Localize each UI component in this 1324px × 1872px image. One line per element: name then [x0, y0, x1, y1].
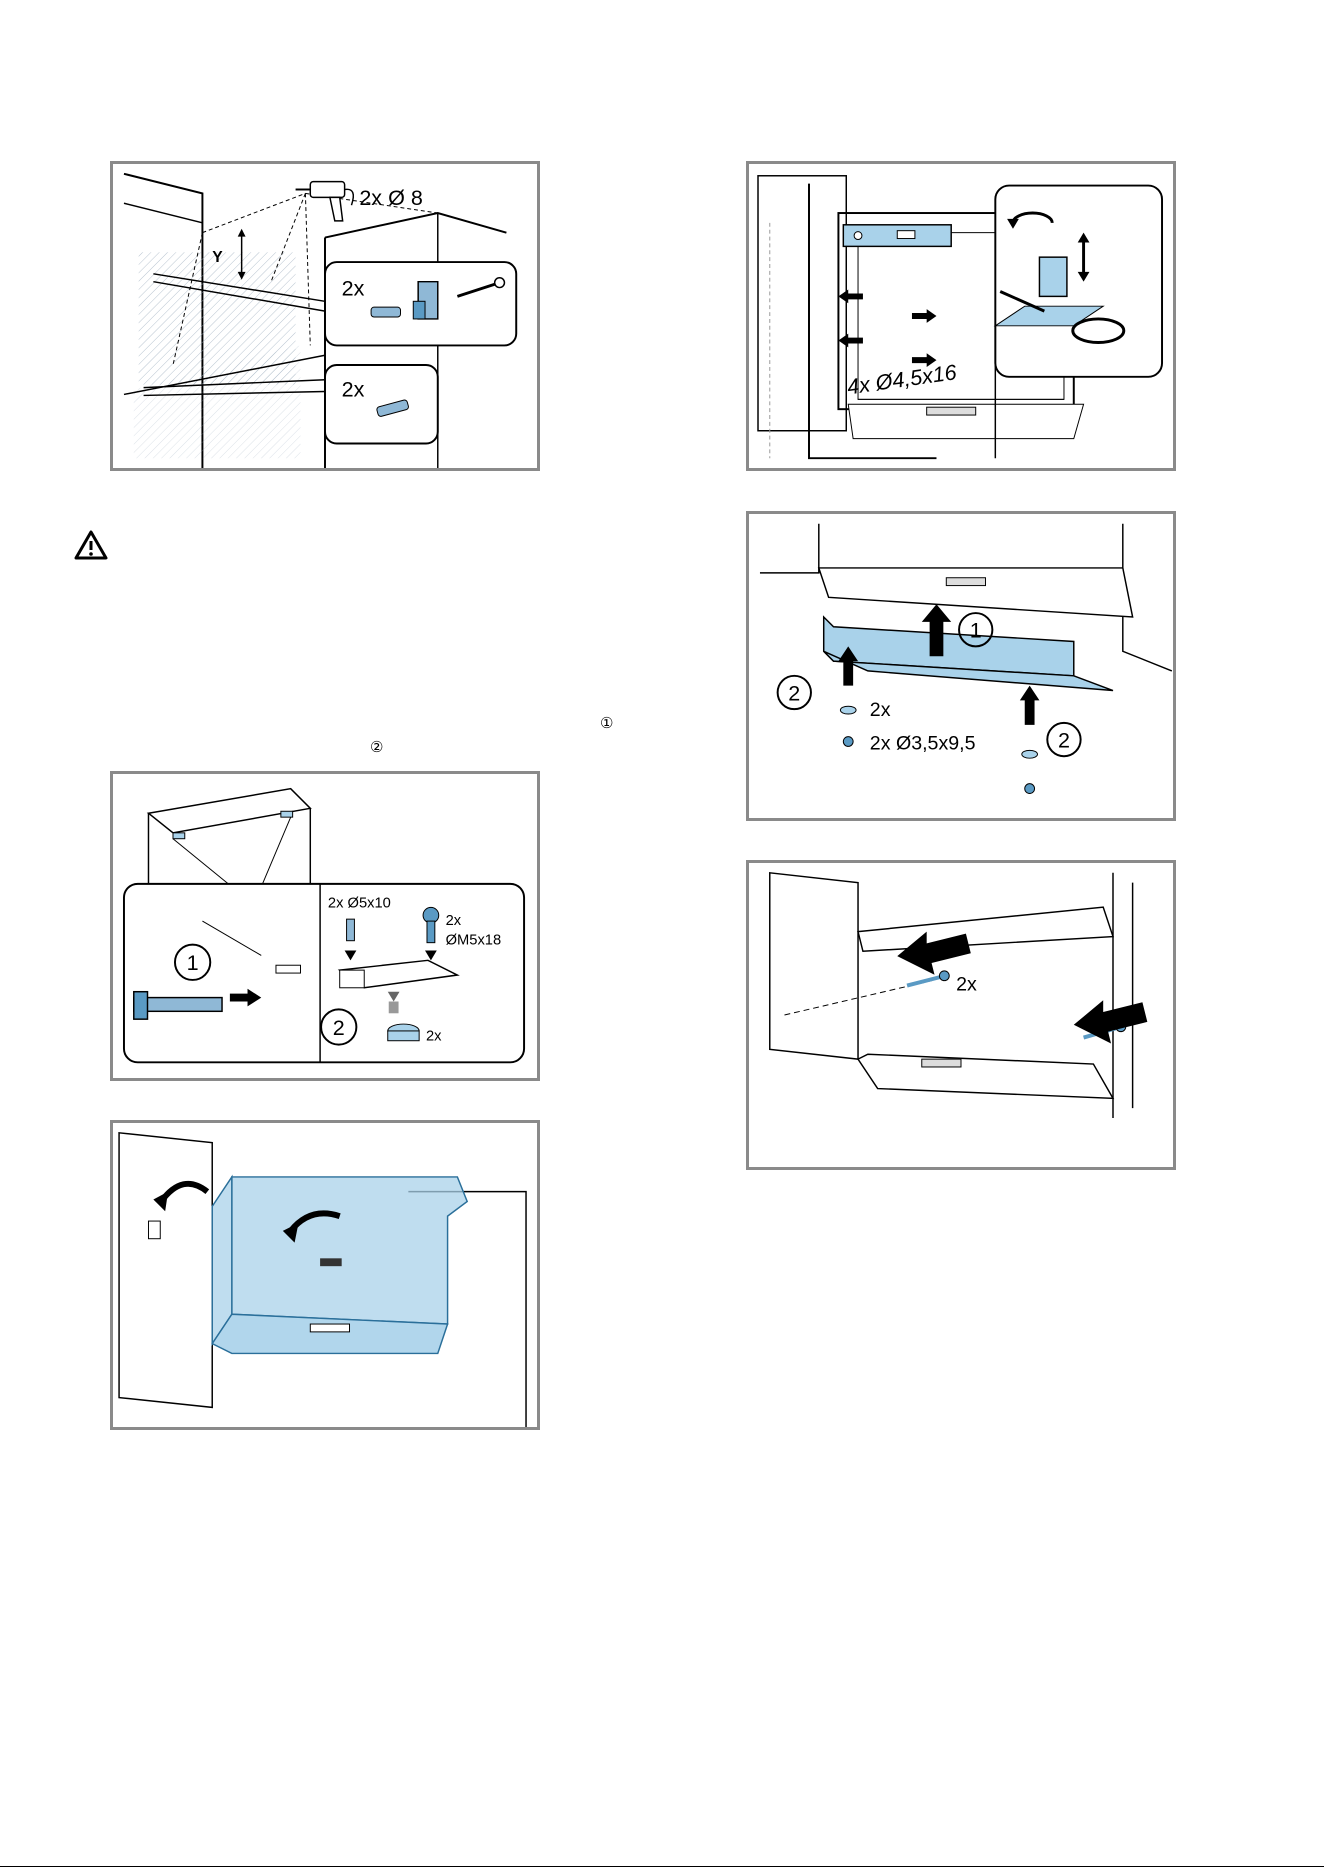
step1-marker: 1	[970, 618, 982, 643]
wall-plug-icon	[371, 307, 400, 317]
hang-appliance-illustration	[113, 1123, 537, 1427]
step2-marker: 2	[333, 1015, 345, 1040]
drill-size-label: 2x Ø 8	[359, 185, 423, 210]
screw-quantity-label: 2x	[956, 973, 977, 995]
bottom-quantity-label: 2x	[342, 376, 365, 401]
step1-marker: 1	[187, 950, 199, 975]
washer-quantity-label: 2x	[870, 699, 891, 721]
figure-bottom-panel: 1 2 2 2x 2x Ø3,5x9,5	[746, 511, 1176, 821]
figure-hang-appliance	[110, 1120, 540, 1430]
arrow-left-icon	[897, 932, 1147, 1044]
step1-reference: ①	[600, 714, 613, 732]
screw-spec-label: 2x Ø3,5x9,5	[870, 732, 976, 754]
adjustable-foot-icon	[388, 1024, 419, 1041]
side-screws-illustration: 2x	[749, 863, 1173, 1167]
figure-drill-wall: Y 2x Ø 8 2x 2x	[110, 161, 540, 471]
drill-wall-illustration: Y 2x Ø 8 2x 2x	[113, 164, 537, 468]
level-screws-illustration: 4x Ø4,5x16	[749, 164, 1173, 468]
figure-mounting-brackets: 1 2x Ø5x10 2x ØM5x18 2 2x	[110, 771, 540, 1081]
bottom-panel-illustration: 1 2 2 2x 2x Ø3,5x9,5	[749, 514, 1173, 818]
drill-icon	[296, 182, 354, 221]
step2-marker-right: 2	[1058, 727, 1070, 752]
y-dimension-label: Y	[212, 249, 223, 266]
screw-b-quantity: 2x	[446, 913, 462, 929]
step2-reference: ②	[370, 738, 383, 756]
foot-quantity-label: 2x	[426, 1029, 442, 1045]
screw-a-label: 2x Ø5x10	[328, 895, 391, 911]
figure-side-screws: 2x	[746, 860, 1176, 1170]
spirit-level-icon	[843, 225, 951, 247]
mounting-brackets-illustration: 1 2x Ø5x10 2x ØM5x18 2 2x	[113, 774, 537, 1078]
arrow-left-icon	[838, 290, 863, 348]
step2-marker-left: 2	[788, 680, 800, 705]
screws-spec-label: 4x Ø4,5x16	[845, 359, 958, 399]
figure-level-and-screws: 4x Ø4,5x16	[746, 161, 1176, 471]
page-bottom-rule	[0, 1866, 1324, 1867]
top-quantity-label: 2x	[342, 275, 365, 300]
warning-triangle-icon	[74, 530, 108, 560]
screw-b-size: ØM5x18	[446, 933, 502, 949]
arrow-right-icon	[912, 309, 937, 367]
